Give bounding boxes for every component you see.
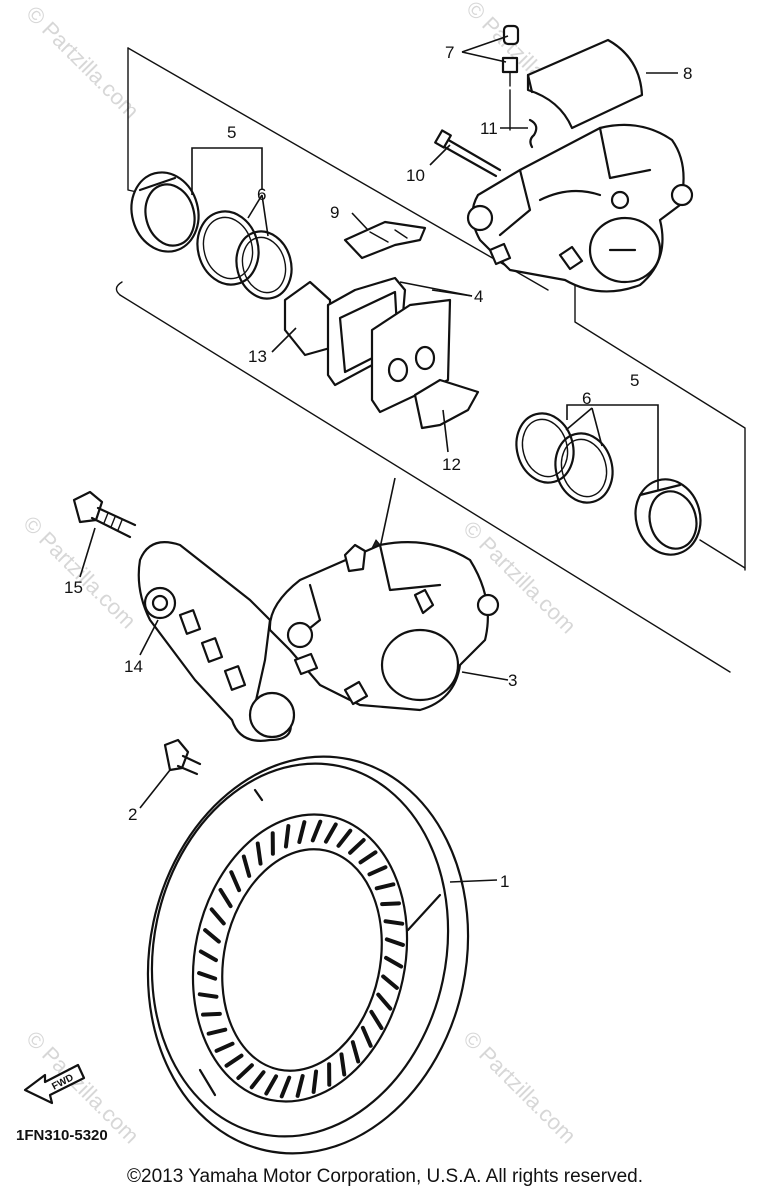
disc-vent: [236, 1063, 254, 1080]
callout-12: 12: [442, 455, 461, 474]
disc-vent: [203, 928, 221, 944]
seals-top: [196, 210, 293, 300]
disc-vent: [197, 992, 219, 999]
caliper-assembly: [268, 541, 500, 712]
seals-right: [515, 412, 614, 504]
watermark-top-left: © Partzilla.com: [21, 1, 144, 124]
disc-vent: [374, 882, 396, 891]
copyright-notice: ©2013 Yamaha Motor Corporation, U.S.A. A…: [127, 1166, 643, 1187]
disc-vent: [310, 819, 323, 843]
callout-13: 13: [248, 347, 267, 366]
bleed-screw: [501, 24, 520, 87]
disc-vent: [348, 838, 366, 855]
pad-pin: [434, 118, 538, 178]
callout-10: 10: [406, 166, 425, 185]
callout-1: 1: [500, 872, 509, 891]
disc-vent: [198, 949, 218, 963]
callout-14: 14: [124, 657, 143, 676]
callout-9: 9: [330, 203, 339, 222]
disc-vent: [264, 1074, 279, 1096]
disc-vent: [218, 887, 233, 909]
brake-pads: [283, 276, 480, 430]
pad-spring: [343, 220, 427, 260]
disc-vent: [383, 919, 405, 926]
disc-vent: [323, 822, 338, 844]
disc-vent: [279, 1075, 292, 1099]
watermark-bottom-right: © Partzilla.com: [458, 1026, 581, 1149]
callout-7: 7: [445, 43, 454, 62]
disc-vent: [295, 1074, 305, 1098]
disc-vent: [336, 828, 353, 848]
callout-5-right: 5: [630, 371, 639, 390]
callout-labels: 5 6 7 8 9 10 11 4 13 12 5 6 15 14 3 2 1: [64, 43, 692, 891]
watermark-mid-left: © Partzilla.com: [18, 511, 141, 634]
disc-vent: [339, 1052, 347, 1077]
explosion-lines: [115, 47, 746, 673]
piston-right: [634, 478, 702, 556]
callout-6-right: 6: [582, 389, 591, 408]
disc-vent: [197, 971, 218, 981]
disc-vent: [214, 1041, 235, 1053]
callout-3: 3: [508, 671, 517, 690]
caliper-top: [466, 123, 694, 293]
caliper-bracket: [137, 541, 296, 742]
caliper-cover: [526, 38, 644, 130]
disc-vent: [384, 955, 404, 969]
disc-vent: [255, 841, 263, 866]
disc-vent: [311, 1069, 319, 1094]
diagram-code: 1FN310-5320: [16, 1127, 108, 1144]
leader-lines: [79, 35, 678, 883]
piston-top: [130, 171, 200, 253]
disc-vent: [380, 901, 401, 907]
disc-vents: [197, 819, 405, 1099]
disc-vent: [376, 992, 393, 1011]
callout-6-top: 6: [257, 185, 266, 204]
disc-vent: [201, 1011, 222, 1017]
disc-vent: [360, 1025, 373, 1048]
disc-vent: [358, 850, 378, 865]
disc-vent: [367, 865, 388, 877]
disc-vent: [283, 824, 291, 849]
disc-vent: [350, 1040, 361, 1064]
disc-vent: [249, 1070, 266, 1090]
callout-5-top: 5: [227, 123, 236, 142]
disc-vent: [369, 1009, 384, 1031]
disc-bolt: [163, 738, 202, 776]
callout-8: 8: [683, 64, 692, 83]
disc-vent: [224, 1053, 244, 1068]
disc-vent: [209, 907, 226, 926]
callout-11: 11: [480, 119, 498, 138]
callout-2: 2: [128, 805, 137, 824]
callout-4: 4: [474, 287, 483, 306]
mounting-bolt: [72, 490, 137, 539]
disc-vent: [297, 820, 307, 844]
disc-vent: [241, 854, 252, 878]
disc-vent: [229, 870, 242, 893]
callout-15: 15: [64, 578, 83, 597]
disc-vent: [384, 937, 405, 947]
brake-disc: [146, 755, 470, 1155]
disc-vent: [381, 974, 399, 990]
disc-vent: [206, 1027, 228, 1036]
